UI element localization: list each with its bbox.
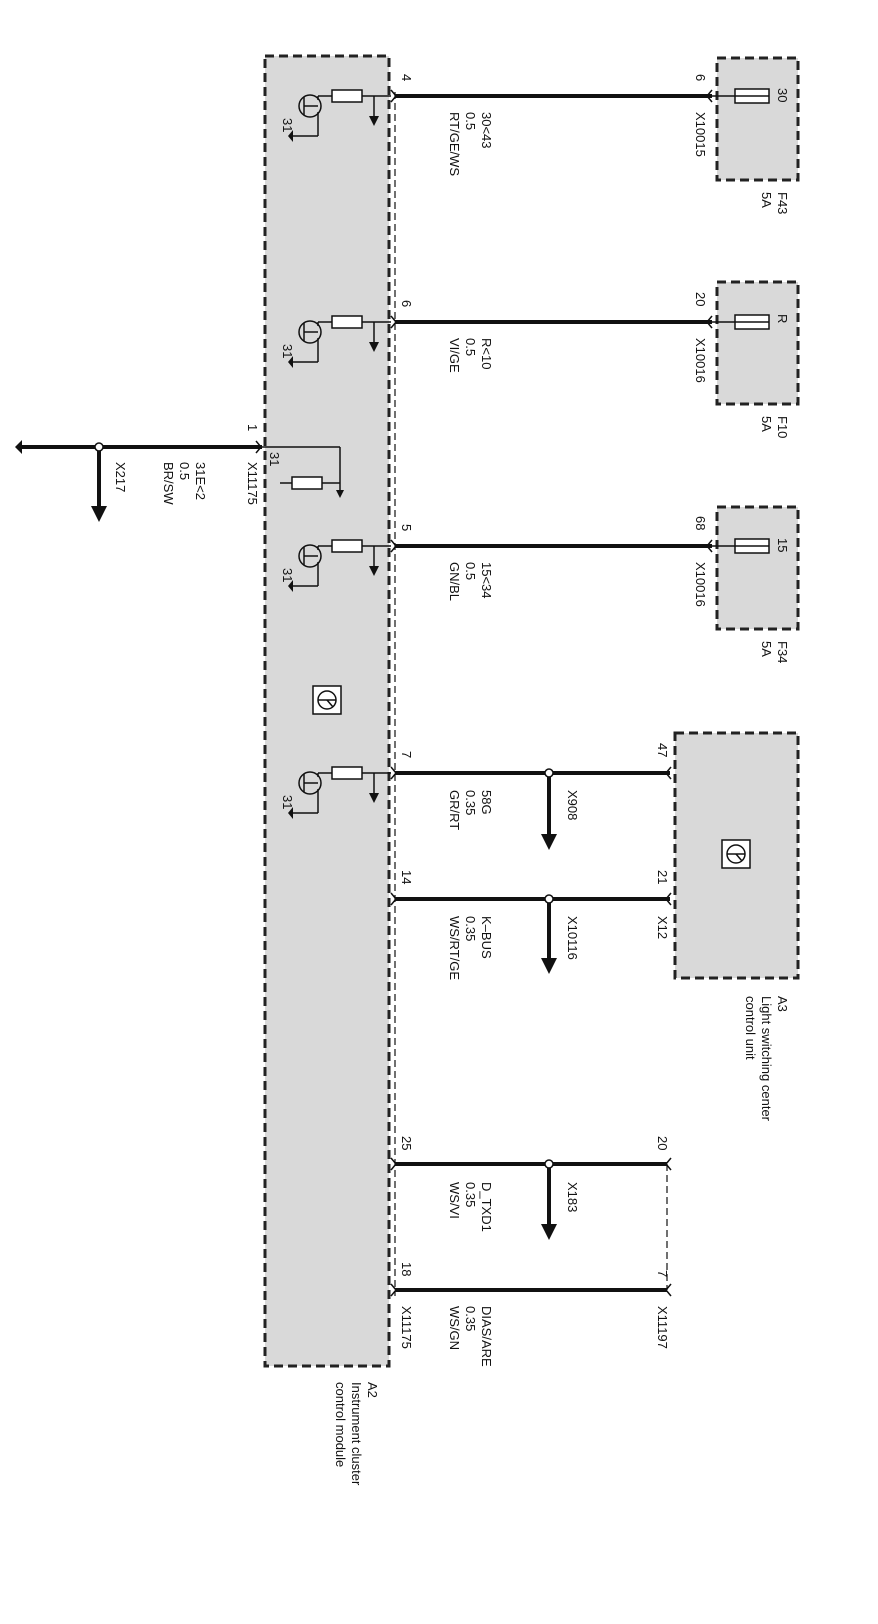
circuit-d-txd1-signal: D_TXD1 [479, 1182, 494, 1232]
splice-arrow-x10116 [541, 894, 557, 974]
ground-signal: 31E<2 [193, 462, 208, 500]
fuse-f10-terminal: R [775, 314, 790, 323]
fuse-f10-rating: 5A [759, 416, 774, 432]
connector-x10016-b: X10016 [693, 562, 708, 607]
circuit-dias-are-gauge: 0.35 [463, 1306, 478, 1331]
circuit-k-bus-gauge: 0.35 [463, 916, 478, 941]
circuit-58g-gauge: 0.35 [463, 790, 478, 815]
fuse-element-f43 [712, 88, 770, 104]
pin-far-21: 21 [655, 870, 670, 884]
ground-label-31: 31 [267, 452, 282, 466]
splice-x908-label: X908 [565, 790, 580, 820]
a3-name-line2: control unit [743, 996, 758, 1060]
fuse-box-f43 [715, 56, 800, 182]
ground-color: BR/SW [161, 462, 176, 505]
splice-arrow-x217 [91, 442, 107, 522]
circuit-r-10-color: VI/GE [447, 338, 462, 373]
ground-label-31: 31 [280, 344, 295, 358]
a2-name-line2: control module [333, 1382, 348, 1467]
fuse-element-f34 [712, 538, 770, 554]
ground-terminal-icon [15, 440, 22, 454]
fuse-f43-rating: 5A [759, 192, 774, 208]
pin-a2-7: 7 [399, 751, 414, 758]
pin-a2-14: 14 [399, 870, 414, 884]
circuit-d-txd1-color: WS/VI [447, 1182, 462, 1219]
circuit-30-43-gauge: 0.5 [463, 112, 478, 130]
connector-x10015: X10015 [693, 112, 708, 157]
a2-pin-chevrons [255, 89, 397, 1297]
ground-resistor-pin1 [262, 446, 344, 498]
connector-x11197: X11197 [655, 1306, 670, 1349]
fuse-f34-rating: 5A [759, 641, 774, 657]
driver-stage-pin5 [288, 539, 391, 592]
ground-gauge: 0.5 [177, 462, 192, 480]
fuse-f34-name: F34 [775, 641, 790, 663]
circuit-58g-color: GR/RT [447, 790, 462, 830]
a2-id-label: A2 [365, 1382, 380, 1398]
driver-stage-pin7 [288, 766, 391, 819]
fuse-f43-terminal: 30 [775, 88, 790, 102]
pin-far-68: 68 [693, 516, 708, 530]
pin-a2-25: 25 [399, 1136, 414, 1150]
fuse-box-f10 [715, 280, 800, 406]
a2-diagnosis-icon [312, 685, 342, 715]
ground-label-31: 31 [280, 118, 295, 132]
pin-far-6: 6 [693, 74, 708, 81]
circuit-k-bus-color: WS/RT/GE [447, 916, 462, 980]
connector-x11175-a: X11175 [245, 462, 260, 505]
a3-id-label: A3 [775, 996, 790, 1012]
circuit-r-10-signal: R<10 [479, 338, 494, 369]
fuse-box-f34 [715, 505, 800, 631]
pin-a2-4: 4 [399, 74, 414, 81]
ground-label-31: 31 [280, 795, 295, 809]
splice-x183-label: X183 [565, 1182, 580, 1212]
circuit-d-txd1-gauge: 0.35 [463, 1182, 478, 1207]
pin-far-47: 47 [655, 743, 670, 757]
circuit-dias-are-signal: DIAS/ARE [479, 1306, 494, 1367]
splice-x217-label: X217 [113, 462, 128, 492]
circuit-30-43-color: RT/GE/WS [447, 112, 462, 176]
circuit-15-34-signal: 15<34 [479, 562, 494, 599]
circuit-15-34-gauge: 0.5 [463, 562, 478, 580]
ground-label-31: 31 [280, 568, 295, 582]
a3-name-line1: Light switching center [759, 996, 774, 1122]
circuit-15-34-color: GN/BL [447, 562, 462, 601]
fuse-f34-terminal: 15 [775, 538, 790, 552]
circuit-r-10-gauge: 0.5 [463, 338, 478, 356]
far-pin-chevrons [665, 89, 713, 1297]
connector-x11175-b: X11175 [399, 1306, 414, 1349]
splice-arrow-x183 [541, 1159, 557, 1240]
pin-a2-18: 18 [399, 1262, 414, 1276]
a3-diagnosis-icon [721, 839, 751, 869]
pin-far-20: 20 [693, 292, 708, 306]
driver-stage-pin4 [288, 89, 391, 142]
pin-a2-6: 6 [399, 300, 414, 307]
pin-a2-1: 1 [245, 424, 260, 431]
pin-far-20-b: 20 [655, 1136, 670, 1150]
fuse-f10-name: F10 [775, 416, 790, 438]
fuse-element-f10 [712, 314, 770, 330]
connector-x12: X12 [655, 916, 670, 939]
driver-stage-pin6 [288, 315, 391, 368]
circuit-58g-signal: 58G [479, 790, 494, 815]
pin-a2-5: 5 [399, 524, 414, 531]
splice-arrow-x908 [541, 768, 557, 850]
circuit-k-bus-signal: K–BUS [479, 916, 494, 959]
circuit-30-43-signal: 30<43 [479, 112, 494, 149]
circuit-dias-are-color: WS/GN [447, 1306, 462, 1350]
a2-name-line1: Instrument cluster [349, 1382, 364, 1486]
splice-x10116-label: X10116 [565, 916, 580, 960]
pin-far-7: 7 [655, 1270, 670, 1277]
connector-x10016-a: X10016 [693, 338, 708, 383]
fuse-f43-name: F43 [775, 192, 790, 214]
